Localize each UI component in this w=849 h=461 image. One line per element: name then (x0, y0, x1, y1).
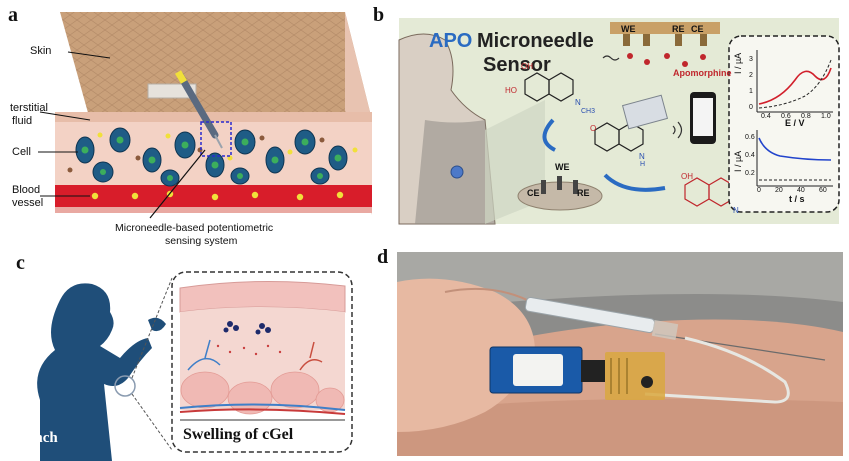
chem-h-2: H (640, 161, 646, 168)
lunch-label: Lunch (16, 430, 58, 446)
label-blood-vessel-1: Blood (12, 184, 41, 196)
skin-cross-section-diagram (38, 12, 372, 219)
plot-bottom-ytick-1: 0.4 (745, 152, 755, 159)
chem-oh-1: OH (521, 62, 533, 71)
plot-bottom-xtick-2: 40 (797, 187, 805, 194)
panel-c: c Lunch Swelling of cGel (0, 250, 385, 461)
plot-bottom-axes (756, 130, 833, 187)
plot-top-xtick-0: 0.4 (761, 113, 771, 120)
electrode-ce: CE (691, 24, 704, 34)
plot-top-xlabel: E / V (785, 118, 805, 128)
chem-o: O (590, 124, 597, 133)
label-skin: Skin (30, 45, 52, 57)
chem-ch3: CH3 (581, 108, 596, 115)
apo-sensor-graphic (398, 18, 840, 225)
zoom-circle (114, 375, 136, 397)
chem-n-3: N (733, 206, 739, 215)
plot-top-xtick-1: 0.6 (781, 113, 791, 120)
disc-ce: CE (527, 188, 540, 198)
hand (397, 278, 535, 432)
plot-top-ytick-1: 1 (749, 88, 753, 95)
label-interstitial-fluid-1: terstitial (10, 102, 48, 114)
label-cell: Cell (12, 146, 31, 158)
disc-re: RE (577, 188, 590, 198)
plot-bottom-ylabel: I / µA (733, 150, 743, 172)
swelling-diagram (37, 271, 353, 461)
plot-bottom-xtick-0: 0 (757, 187, 761, 194)
chem-ho-3: OH (681, 172, 693, 181)
panel-label-d: d (377, 246, 389, 268)
plot-top-ylabel: I / µA (733, 52, 743, 74)
plot-bottom-xtick-3: 60 (819, 187, 827, 194)
chem-n-2: N (639, 152, 645, 161)
plot-top-ytick-2: 2 (749, 72, 753, 79)
plot-top-axes (756, 50, 833, 113)
panel-b: b (373, 0, 849, 232)
chem-ho-1: HO (505, 86, 517, 95)
label-blood-vessel-2: vessel (12, 197, 44, 209)
plot-bottom-ytick-2: 0.2 (745, 170, 755, 177)
eating-person-silhouette (37, 283, 153, 461)
label-interstitial-fluid-2: fluid (12, 115, 33, 127)
plot-bottom-blue-curve (758, 137, 832, 161)
plot-bottom-xlabel: t / s (789, 194, 805, 204)
device-on-arm-photo (397, 252, 843, 456)
panel-a: a (0, 0, 380, 250)
zoom-box (200, 121, 232, 157)
panel-d: d (377, 242, 849, 461)
tubing (644, 336, 790, 404)
title-apo: APO (429, 30, 473, 52)
plot-top-ytick-0: 0 (749, 104, 753, 111)
plot-top-red-curve (758, 67, 832, 105)
potentiostat-device (621, 94, 669, 130)
plot-top-dashed-curve (758, 59, 832, 109)
panel-label-b: b (373, 4, 385, 26)
flex-electrode (605, 352, 665, 400)
electrode-we: WE (621, 24, 636, 34)
plot-top-xtick-3: 1.0 (821, 113, 831, 120)
label-sensing-system-2: sensing system (165, 235, 238, 247)
sensor-on-arm (450, 165, 464, 179)
plot-top-xtick-2: 0.8 (801, 113, 811, 120)
title-sensor: Sensor (483, 54, 551, 76)
plot-bottom-ytick-0: 0.6 (745, 134, 755, 141)
electrode-re: RE (672, 24, 685, 34)
plot-bottom-xtick-1: 20 (775, 187, 783, 194)
label-sensing-system-1: Microneedle-based potentiometric (115, 222, 274, 234)
electrode-comb (610, 22, 720, 34)
microneedle (176, 71, 219, 139)
panel-label-a: a (8, 4, 18, 26)
chem-n-1: N (575, 98, 581, 107)
title-microneedle: Microneedle (477, 30, 594, 52)
molecule-1 (524, 72, 574, 102)
disc-we: WE (555, 162, 570, 172)
panel-label-c: c (16, 252, 25, 274)
plot-top-ytick-3: 3 (749, 56, 753, 63)
particles (223, 321, 271, 335)
swelling-caption: Swelling of cGel (183, 426, 294, 443)
apomorphine-label: Apomorphine (673, 68, 732, 78)
